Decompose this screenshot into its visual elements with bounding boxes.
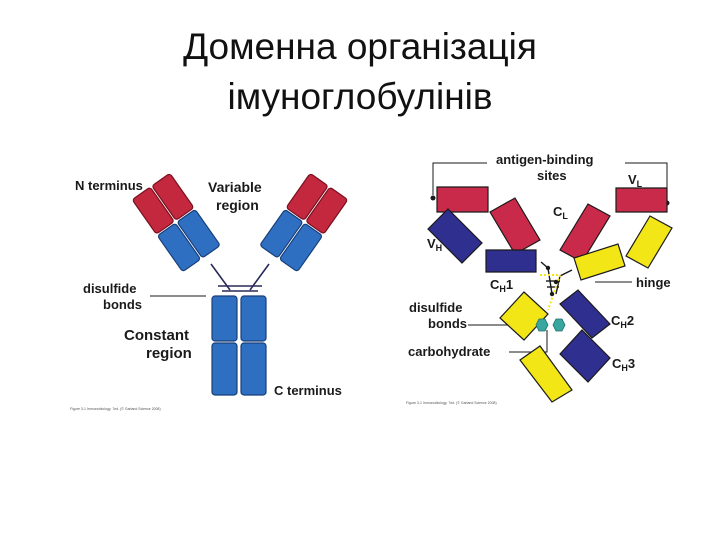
label-ch3: CH3 (612, 356, 635, 373)
label-ch2: CH2 (611, 313, 634, 330)
label-vl: VL (628, 172, 643, 189)
label-c-terminus: C terminus (274, 383, 342, 398)
left-arm-heavy-constant (177, 209, 220, 258)
stem-ch3-left (211, 342, 238, 396)
stem (211, 295, 267, 396)
stem-ch3-right (240, 342, 267, 396)
hinge-dot-2 (553, 279, 559, 285)
label-n-terminus: N terminus (75, 178, 143, 193)
fc-ch3-left (519, 345, 573, 403)
left-fab-vl (436, 186, 489, 213)
fc-ch2-right (559, 289, 611, 339)
right-arm-heavy-variable (286, 173, 328, 220)
label-carbohydrate: carbohydrate (408, 344, 490, 359)
right-arm-heavy-constant (260, 209, 303, 258)
hinge-dot-3 (549, 291, 555, 297)
antigen-site-left-dot (430, 195, 436, 201)
page-title: Доменна організація імуноглобулінів (0, 22, 720, 122)
right-fab-ch1 (573, 243, 626, 281)
carbohydrate-2 (552, 318, 566, 332)
label-disulfide-2: bonds (103, 297, 142, 312)
hinge-yellow-dash (540, 274, 562, 311)
right-fab-vh (625, 215, 673, 269)
label-hinge: hinge (636, 275, 671, 290)
left-antibody-diagram: N terminus Variable region disulfide bon… (70, 173, 348, 411)
left-arm-heavy-variable (152, 173, 194, 220)
label-ch1: CH1 (490, 277, 513, 294)
title-line-1: Доменна організація (183, 26, 537, 67)
label-constant-region-1: Constant (124, 327, 189, 344)
fc-ch3-right (559, 329, 611, 383)
label-right-disulfide-1: disulfide (409, 300, 462, 315)
label-antigen-binding-1: antigen-binding (496, 152, 594, 167)
label-variable-region-1: Variable (208, 179, 262, 195)
right-hinge (540, 261, 573, 295)
stem-ch2-left (211, 295, 238, 342)
left-arm-light-variable (132, 187, 174, 234)
right-fab-vl (615, 187, 668, 213)
hinge-dot-1 (545, 265, 551, 271)
left-arm (132, 173, 220, 272)
label-constant-region-2: region (146, 345, 192, 362)
left-credit: Figure 3-1 Immunobiology, 7ed. (© Garlan… (70, 407, 161, 411)
label-vh: VH (427, 236, 442, 253)
label-cl: CL (553, 204, 568, 221)
left-fab-ch1 (485, 249, 537, 273)
left-arm-light-constant (157, 223, 201, 272)
carbohydrate-1 (535, 318, 549, 332)
stem-ch2-right (240, 295, 267, 342)
left-fab-vh (427, 208, 483, 264)
right-antibody-diagram: antigen-binding sites VL CL VH CH1 hinge… (406, 152, 673, 405)
label-disulfide-1: disulfide (83, 281, 136, 296)
fc-ch2-left (499, 291, 549, 341)
label-variable-region-2: region (216, 197, 259, 213)
left-hinge (210, 263, 270, 292)
right-arm-light-constant (279, 223, 323, 272)
right-arm-light-variable (306, 187, 348, 234)
title-line-2: імуноглобулінів (227, 76, 493, 117)
label-antigen-binding-2: sites (537, 168, 567, 183)
right-credit: Figure 3-1 Immunobiology, 7ed. (© Garlan… (406, 401, 497, 405)
right-arm (260, 173, 348, 272)
label-right-disulfide-2: bonds (428, 316, 467, 331)
left-fab-cl (489, 197, 541, 255)
